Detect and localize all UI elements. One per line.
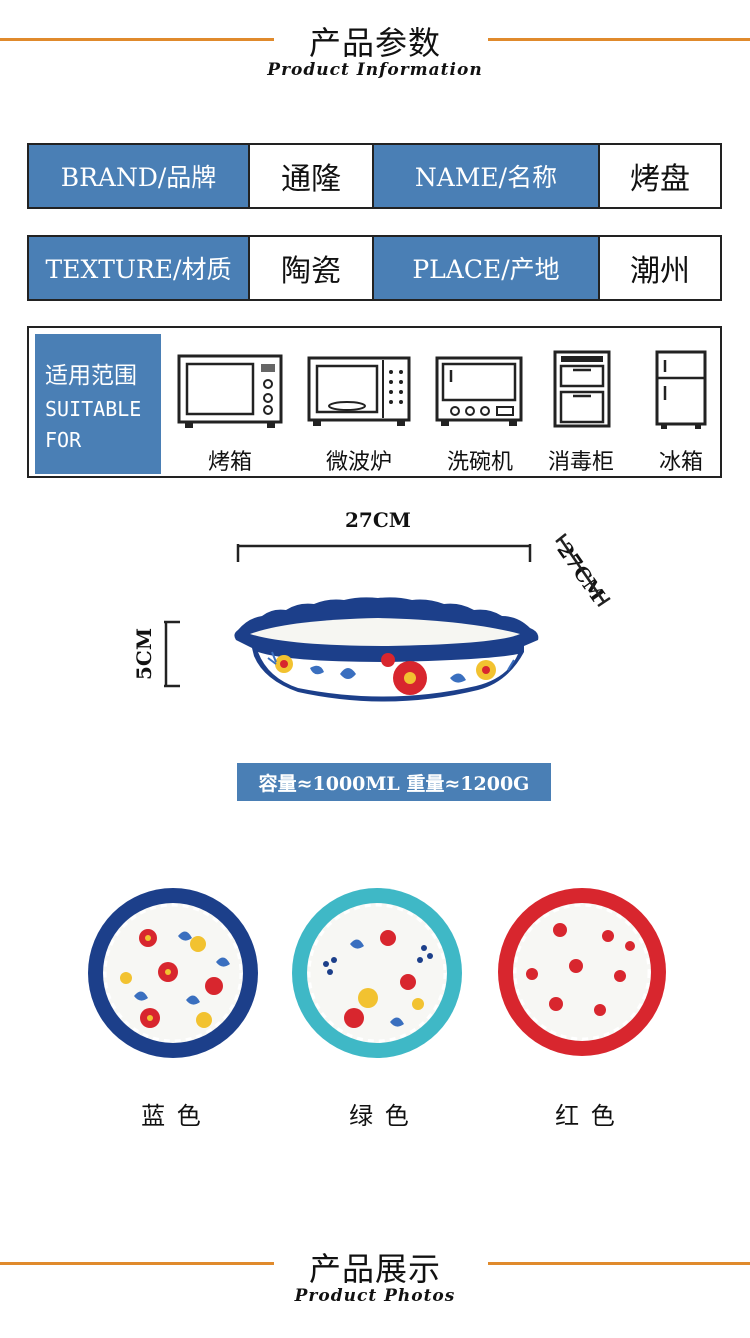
name-value: 烤盘 [600,145,720,207]
appliance-refrigerator-label: 冰箱 [658,450,703,475]
color-label-red: 红 色 [555,1102,617,1130]
brand-label: BRAND/品牌 [29,145,250,207]
dishwasher-icon [435,356,523,426]
appliance-sterilizer: 消毒柜 [529,328,633,478]
photos-title-cn: 产品展示 [308,1250,441,1288]
appliance-oven: 烤箱 [174,328,286,478]
info-title-en: Product Information [267,60,483,80]
param-row-2: TEXTURE/材质 陶瓷 PLACE/产地 潮州 [27,235,722,301]
suitable-for-cn: 适用范围 [45,363,137,389]
blue-dish-top-view [88,888,258,1058]
appliance-dishwasher-label: 洗碗机 [446,450,513,475]
photos-divider-left [0,1262,274,1265]
depth-dimension-bracket [555,533,611,608]
width-dimension-label: 27CM [345,508,411,532]
color-label-blue: 蓝 色 [141,1102,203,1130]
brand-value: 通隆 [250,145,374,207]
texture-value: 陶瓷 [250,237,374,299]
suitable-for-en: SUITABLE FOR [45,397,142,452]
capacity-weight-banner: 容量≈1000ML 重量≈1200G [237,763,551,801]
red-dish-top-view [498,888,666,1056]
green-dish-top-view [292,888,462,1058]
appliance-microwave-label: 微波炉 [325,450,392,475]
width-dimension-bracket [236,544,532,562]
param-row-1: BRAND/品牌 通隆 NAME/名称 烤盘 [27,143,722,209]
appliance-oven-label: 烤箱 [207,450,252,475]
sterilizer-cabinet-icon [553,350,611,428]
texture-label: TEXTURE/材质 [29,237,250,299]
header-divider-right [488,38,750,41]
appliance-dishwasher: 洗碗机 [425,328,535,478]
photos-divider-right [488,1262,750,1265]
place-label: PLACE/产地 [374,237,600,299]
height-dimension-label: 5CM [132,628,156,680]
height-dimension-bracket [164,620,180,688]
microwave-icon [307,356,411,426]
appliance-refrigerator: 冰箱 [641,328,721,478]
header-divider-left [0,38,274,41]
oven-icon [177,354,283,428]
appliance-microwave: 微波炉 [303,328,415,478]
color-label-green: 绿 色 [349,1102,411,1130]
info-section-header: 产品参数 Product Information [0,0,750,80]
refrigerator-icon [655,350,707,429]
baking-dish-side-view [234,597,539,702]
suitable-for-label-box: 适用范围 SUITABLE FOR [35,334,161,474]
place-value: 潮州 [600,237,720,299]
photos-title-en: Product Photos [294,1286,456,1306]
photos-section-header: 产品展示 Product Photos [0,1244,750,1324]
name-label: NAME/名称 [374,145,600,207]
appliance-sterilizer-label: 消毒柜 [547,450,614,475]
info-title-cn: 产品参数 [308,24,441,62]
suitable-for-panel: 适用范围 SUITABLE FOR 烤箱 微 [27,326,722,478]
